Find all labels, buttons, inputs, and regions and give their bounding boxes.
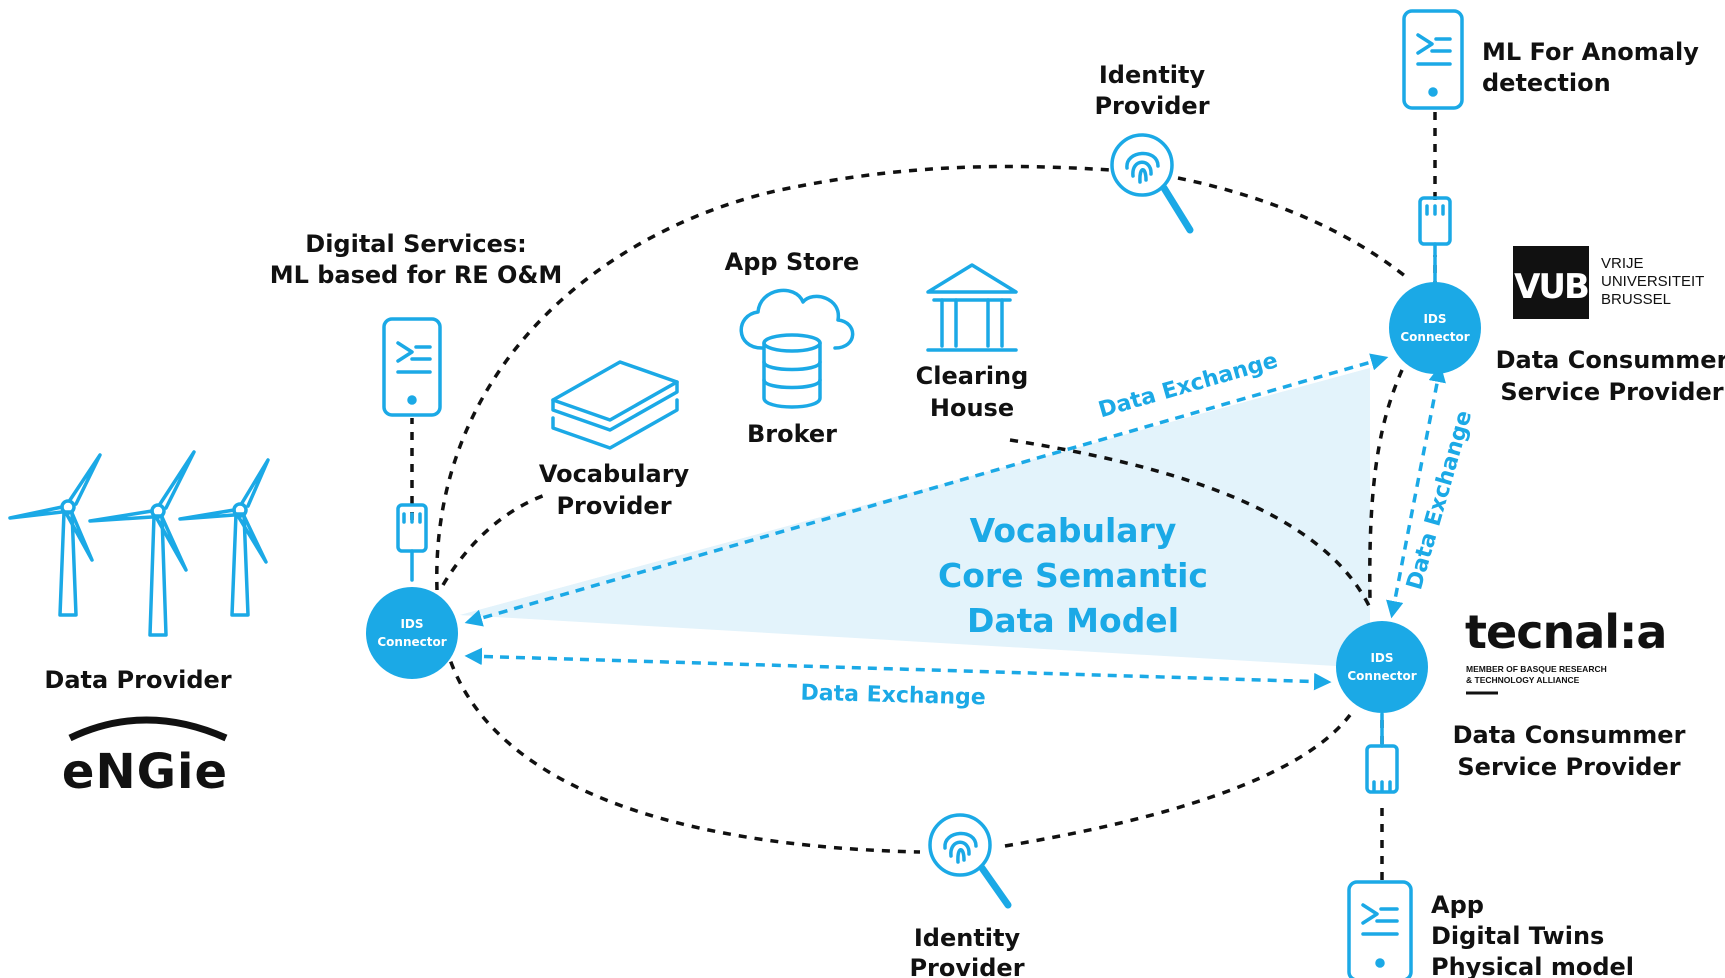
- app-label-1: App: [1431, 891, 1484, 919]
- app-store-label: App Store: [725, 248, 860, 276]
- svg-text:IDS: IDS: [1370, 651, 1393, 665]
- svg-text:IDS: IDS: [1423, 312, 1446, 326]
- ml-anomaly-label-1: ML For Anomaly: [1482, 38, 1699, 66]
- cloud-database-icon: [739, 288, 855, 409]
- identity-provider-top-label-2: Provider: [1094, 92, 1209, 120]
- consumer-bottom-label-2: Service Provider: [1457, 753, 1680, 781]
- usb-plug-icon: [396, 503, 428, 582]
- vocabulary-provider-label-2: Provider: [556, 492, 671, 520]
- arrow-top-right-to-bottom-right: [1386, 364, 1446, 619]
- svg-text:IDS: IDS: [400, 617, 423, 631]
- svg-text:Connector: Connector: [377, 635, 446, 649]
- identity-provider-top-label-1: Identity: [1099, 61, 1206, 89]
- svg-text:MEMBER OF BASQUE RESEARCH: MEMBER OF BASQUE RESEARCH: [1466, 664, 1607, 674]
- clearing-house-label-2: House: [930, 394, 1014, 422]
- bank-building-icon: [926, 263, 1018, 352]
- svg-text:VUB: VUB: [1514, 267, 1588, 307]
- svg-text:BRUSSEL: BRUSSEL: [1601, 291, 1671, 308]
- engie-logo: eNGie: [62, 716, 228, 800]
- usb-plug-icon-bottom-right: [1365, 712, 1399, 794]
- vocabulary-provider-label-1: Vocabulary: [539, 460, 690, 488]
- data-provider-label: Data Provider: [44, 666, 231, 694]
- clearing-house-label-1: Clearing: [916, 362, 1029, 390]
- ml-anomaly-label-2: detection: [1482, 69, 1611, 97]
- svg-text:& TECHNOLOGY ALLIANCE: & TECHNOLOGY ALLIANCE: [1466, 675, 1580, 685]
- usb-plug-icon-top-right: [1418, 196, 1452, 284]
- svg-text:tecnal:a: tecnal:a: [1465, 605, 1666, 659]
- core-title-line3: Data Model: [967, 601, 1179, 640]
- svg-text:Connector: Connector: [1400, 330, 1469, 344]
- core-title-line1: Vocabulary: [970, 511, 1177, 550]
- consumer-top-label-2: Service Provider: [1500, 378, 1723, 406]
- consumer-bottom-label-1: Data Consummer: [1453, 721, 1686, 749]
- stacked-layers-icon: [551, 360, 679, 450]
- wind-turbine-icon: [8, 450, 270, 637]
- vub-logo: VUB VRIJE UNIVERSITEIT BRUSSEL: [1513, 246, 1704, 319]
- consumer-top-label-1: Data Consummer: [1496, 346, 1725, 374]
- app-label-2: Digital Twins: [1431, 922, 1604, 950]
- identity-provider-bottom-label-2: Provider: [909, 954, 1024, 978]
- tecnalia-logo: tecnal:a MEMBER OF BASQUE RESEARCH & TEC…: [1465, 605, 1667, 695]
- svg-text:eNGie: eNGie: [62, 744, 228, 800]
- core-title-line2: Core Semantic: [938, 556, 1208, 595]
- fingerprint-search-icon-bottom: [928, 813, 1012, 909]
- data-exchange-label-bottom: Data Exchange: [800, 681, 986, 711]
- ids-connector-left[interactable]: IDS Connector: [366, 587, 458, 679]
- server-icon: [382, 317, 442, 417]
- identity-provider-bottom-label-1: Identity: [914, 924, 1021, 952]
- svg-text:VRIJE: VRIJE: [1601, 255, 1644, 272]
- arrow-left-to-bottom-right: [464, 647, 1332, 691]
- data-exchange-arrows: [464, 353, 1446, 691]
- server-icon-ml-anomaly: [1402, 9, 1464, 110]
- svg-text:UNIVERSITEIT: UNIVERSITEIT: [1601, 273, 1704, 290]
- fingerprint-search-icon: [1110, 133, 1194, 234]
- app-label-3: Physical model: [1431, 953, 1634, 978]
- broker-label: Broker: [747, 420, 837, 448]
- digital-services-label-2: ML based for RE O&M: [270, 261, 563, 289]
- ids-connector-bottom-right[interactable]: IDS Connector: [1336, 621, 1428, 713]
- digital-services-label-1: Digital Services:: [305, 230, 526, 258]
- ids-connector-top-right[interactable]: IDS Connector: [1389, 282, 1481, 374]
- server-icon-app: [1347, 880, 1413, 978]
- svg-text:Connector: Connector: [1347, 669, 1416, 683]
